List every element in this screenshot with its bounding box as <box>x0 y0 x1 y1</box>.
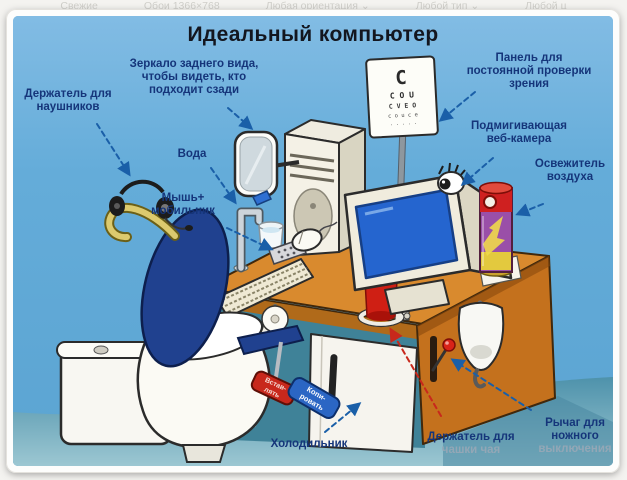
arrow-lever <box>450 358 532 411</box>
eye-chart-row: C O U <box>390 90 415 100</box>
desk-shadow <box>443 396 613 466</box>
faucet-handle <box>251 190 273 206</box>
label-cup-holder-line2: чашки чая <box>441 443 501 456</box>
seat-backrest <box>140 208 230 368</box>
label-foot-lever-lines: Рычаг для ножного <box>545 416 605 442</box>
label-headphone-holder: Держатель для наушников <box>24 88 112 113</box>
eye-chart-row: · · · · · <box>390 121 417 128</box>
label-cup-holder-line1: Держатель для <box>427 430 515 443</box>
image-frame: C C O U C V E O c o u c e · · · · · <box>6 9 620 473</box>
arrow-headphones <box>96 123 131 177</box>
keyboard <box>215 258 314 318</box>
arrow-vision-panel <box>438 91 476 122</box>
shutdown-lever <box>430 336 456 382</box>
eye-chart-row: C <box>395 67 408 90</box>
label-rear-view-mirror: Зеркало заднего вида, чтобы видеть, кто … <box>129 58 259 96</box>
label-vision-panel: Панель для постоянной проверки зрения <box>466 52 592 90</box>
label-mouse-phone: Мышь+ мобильник <box>151 192 215 217</box>
arrow-freshener <box>515 203 544 217</box>
arrow-mouse <box>226 227 274 251</box>
label-air-freshener: Освежитель воздуха <box>534 158 606 183</box>
toilet-chair <box>56 179 305 463</box>
arrow-water <box>210 167 237 205</box>
armrest <box>236 324 305 356</box>
label-foot-lever-line3: выключения <box>538 442 612 455</box>
callout-arrows <box>96 91 544 433</box>
label-water: Вода <box>177 148 207 160</box>
rear-view-mirror <box>233 130 300 198</box>
eye-chart-row: C V E O <box>389 101 417 110</box>
arrow-cup-holder <box>389 327 442 417</box>
arrow-mirror <box>227 107 254 130</box>
webcam-eye <box>437 162 466 195</box>
label-fridge: Холодильник <box>270 438 348 450</box>
urinal <box>457 300 505 389</box>
arrow-fridge <box>324 402 362 433</box>
ideal-computer-illustration: C C O U C V E O c o u c e · · · · · <box>13 16 613 466</box>
air-freshener-can <box>479 181 513 277</box>
label-foot-lever: Рычаг для ножного выключения <box>525 404 613 466</box>
label-cup-holder: Держатель для чашки чая <box>415 418 527 466</box>
mouse-phone-combo <box>268 221 338 265</box>
computer-tower <box>284 119 366 257</box>
arrow-webcam <box>460 157 494 186</box>
illustration-title: Идеальный компьютер <box>187 23 439 46</box>
cartoon-scene: C C O U C V E O c o u c e · · · · · <box>13 16 613 466</box>
headphones <box>109 179 193 231</box>
eye-chart-row: c o u c e <box>388 112 418 120</box>
label-webcam: Подмигивающая веб-камера <box>471 120 567 145</box>
